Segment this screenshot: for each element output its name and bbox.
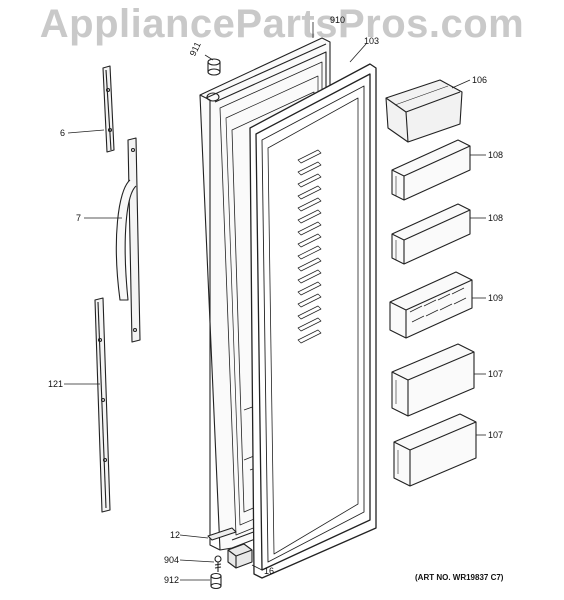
callout-910: 910 — [330, 15, 346, 25]
part-121-strip — [94, 297, 111, 513]
door-bin-5 — [393, 413, 477, 487]
callout-106: 106 — [472, 75, 488, 85]
part-16-block — [227, 543, 253, 569]
door-gasket — [249, 63, 377, 579]
door-bin-1 — [391, 139, 471, 201]
door-bin-3 — [389, 271, 473, 339]
leader-lines — [64, 22, 486, 581]
liner-ribs — [297, 149, 322, 344]
callout-16: 16 — [264, 566, 275, 576]
door-bin-2 — [391, 203, 471, 265]
callout-108-upper: 108 — [488, 150, 504, 160]
door-bin-4 — [391, 343, 475, 417]
callout-103: 103 — [364, 36, 380, 46]
callout-108-lower: 108 — [488, 213, 504, 223]
part-6-strip — [102, 65, 115, 153]
part-904-screw — [214, 555, 222, 572]
bushing-911 — [207, 58, 221, 76]
part-912-bushing — [210, 572, 222, 590]
part-12-plate — [207, 527, 237, 541]
callout-12: 12 — [170, 530, 181, 540]
watermark-text: AppliancePartsPros.com — [39, 2, 525, 46]
callout-107-upper: 107 — [488, 369, 504, 379]
callout-6: 6 — [60, 128, 66, 138]
callout-109: 109 — [488, 293, 504, 303]
part-7-handle — [115, 137, 141, 343]
callout-904: 904 — [164, 555, 180, 565]
callout-121: 121 — [48, 379, 64, 389]
callout-107-lower: 107 — [488, 430, 504, 440]
callout-912: 912 — [164, 575, 180, 585]
part-106-cover — [385, 79, 463, 143]
callout-7: 7 — [76, 213, 82, 223]
art-number: (ART NO. WR19837 C7) — [415, 573, 504, 582]
